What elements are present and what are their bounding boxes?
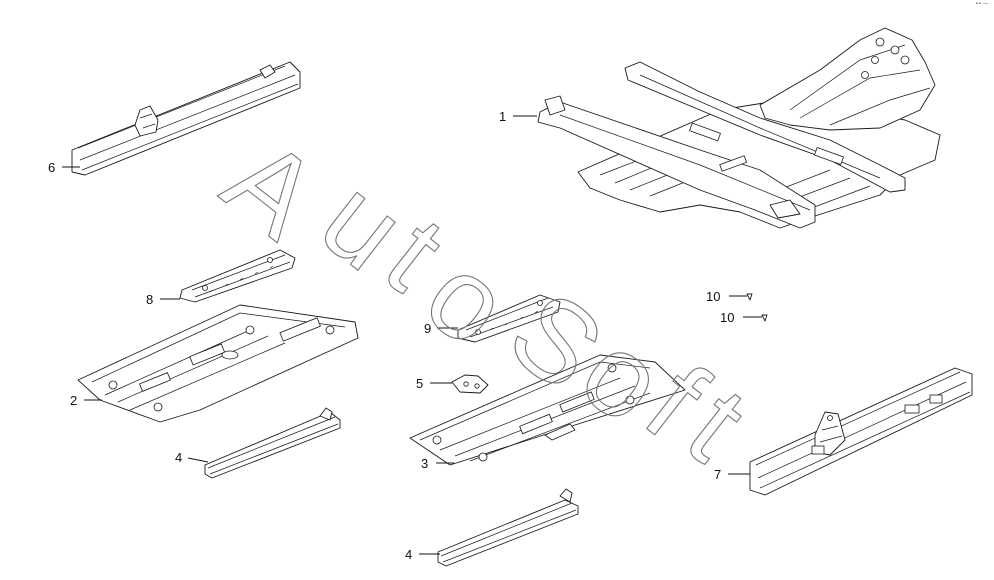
callout-7: 7 (714, 467, 721, 482)
callout-1: 1 (499, 109, 506, 124)
callout-9: 9 (424, 321, 431, 336)
callout-10b: 10 (720, 310, 734, 325)
callout-10a: 10 (706, 289, 720, 304)
part-1-floor-frame (537, 27, 941, 229)
corner-mark: •• — (975, 1, 989, 7)
part-2-floor-panel (77, 304, 359, 423)
part-4a-sill (204, 407, 341, 479)
callout-5: 5 (416, 376, 423, 391)
callout-2: 2 (70, 393, 77, 408)
part-7-side-member (749, 367, 973, 496)
part-9-bracket (457, 294, 561, 343)
leader-4a (187, 457, 209, 463)
callout-3: 3 (421, 456, 428, 471)
callout-6: 6 (48, 160, 55, 175)
callout-8: 8 (146, 292, 153, 307)
part-4b-sill (437, 488, 579, 567)
part-3-floor-panel (409, 354, 686, 466)
part-8-bracket (179, 249, 296, 303)
part-5-clip (451, 374, 489, 394)
callout-4b: 4 (405, 547, 412, 562)
callout-4a: 4 (175, 450, 182, 465)
part-6-side-rail (71, 61, 301, 176)
part-10-fasteners (746, 293, 768, 322)
